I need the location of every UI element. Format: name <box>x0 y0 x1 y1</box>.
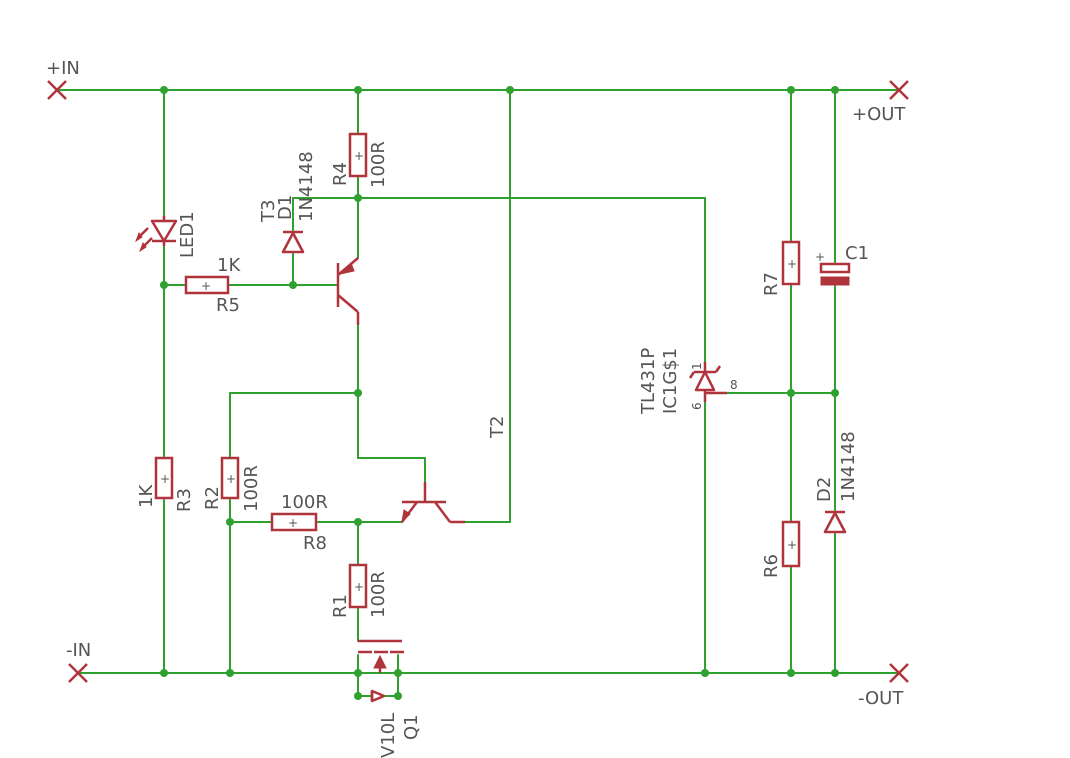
plus-sign: + <box>354 149 364 163</box>
t3-label: T3 <box>258 200 279 223</box>
r8-value: 100R <box>281 492 328 513</box>
terminal-in-pos: +IN <box>46 58 80 100</box>
q1-mosfet: V10L Q1 <box>358 639 422 758</box>
junction-dot <box>160 669 168 677</box>
shunt-regulator-triangle <box>694 370 716 392</box>
diode-triangle <box>281 231 305 254</box>
junction-dot <box>831 389 839 397</box>
junction-dot <box>160 281 168 289</box>
terminal-label: +IN <box>46 58 80 79</box>
ic1-label: IC1G$1 <box>660 348 681 414</box>
emitter-arrow-icon <box>401 509 411 524</box>
pin-label: 6 <box>690 402 704 410</box>
r3: + 1K R3 <box>136 456 195 512</box>
terminal-out-pos: +OUT <box>852 80 909 125</box>
junction-dot <box>354 389 362 397</box>
q1-value: V10L <box>378 713 399 758</box>
junction-dot <box>354 518 362 526</box>
r2-label: R2 <box>202 486 223 510</box>
junction-dot <box>701 669 709 677</box>
r1: + R1 100R <box>330 563 389 618</box>
d1-label: D1 <box>275 195 296 220</box>
junction-dot <box>354 692 362 700</box>
r4-label: R4 <box>330 162 351 186</box>
junction-dot <box>354 194 362 202</box>
ic1-value: TL431P <box>638 348 659 415</box>
junction-dot <box>226 518 234 526</box>
r1-label: R1 <box>330 594 351 618</box>
r8-label: R8 <box>303 533 327 554</box>
body-diode-icon <box>370 689 386 703</box>
t3-transistor <box>336 257 360 325</box>
plus-sign: + <box>354 580 364 594</box>
junction-dot <box>394 669 402 677</box>
terminal-out-neg: -OUT <box>858 663 909 709</box>
junction-dot <box>289 281 297 289</box>
junction-dot <box>506 86 514 94</box>
ic1-tl431: 1 6 8 TL431P IC1G$1 <box>638 348 738 415</box>
r5: + 1K R5 <box>184 255 241 316</box>
body-arrow-icon <box>373 654 387 669</box>
d2: D2 1N4148 <box>814 431 859 534</box>
plus-sign: + <box>160 472 170 486</box>
junction-dot <box>831 86 839 94</box>
wires <box>57 89 899 697</box>
terminal-in-neg: -IN <box>66 640 91 683</box>
r1-value: 100R <box>368 571 389 618</box>
junctions <box>160 86 839 700</box>
plus-sign: + <box>288 516 298 530</box>
terminal-label: +OUT <box>852 104 906 125</box>
led1: LED1 <box>134 211 198 258</box>
r2-value: 100R <box>241 465 262 512</box>
junction-dot <box>226 669 234 677</box>
plus-sign: + <box>201 279 211 293</box>
plus-sign: + <box>815 250 825 264</box>
d2-label: D2 <box>814 477 835 502</box>
plus-sign: + <box>226 472 236 486</box>
r3-label: R3 <box>174 488 195 512</box>
junction-dot <box>787 389 795 397</box>
plus-sign: + <box>787 257 797 271</box>
terminal-label: -IN <box>66 640 91 661</box>
r5-value: 1K <box>217 255 241 276</box>
r8: + 100R R8 <box>270 492 328 554</box>
emitter-arrow-icon <box>338 262 355 275</box>
c1-capacitor: + C1 <box>815 243 869 286</box>
r3-value: 1K <box>136 484 157 508</box>
r6: + R6 <box>761 520 801 578</box>
junction-dot <box>354 86 362 94</box>
junction-dot <box>394 692 402 700</box>
pin-label: 8 <box>730 378 738 392</box>
q1-label: Q1 <box>401 714 422 740</box>
d1: T3 D1 1N4148 <box>258 151 317 254</box>
junction-dot <box>787 86 795 94</box>
led-triangle <box>150 219 178 243</box>
d1-value: 1N4148 <box>296 151 317 222</box>
r6-label: R6 <box>761 554 782 578</box>
d2-value: 1N4148 <box>838 431 859 502</box>
junction-dot <box>354 669 362 677</box>
junction-dot <box>787 669 795 677</box>
pin-label: 1 <box>690 362 704 370</box>
r2: + R2 100R <box>202 456 262 512</box>
plus-sign: + <box>787 538 797 552</box>
led1-label: LED1 <box>177 211 198 258</box>
junction-dot <box>160 86 168 94</box>
junction-dot <box>831 669 839 677</box>
c1-label: C1 <box>845 243 869 264</box>
r7: + R7 <box>761 240 801 296</box>
r7-label: R7 <box>761 272 782 296</box>
t2-transistor: T2 <box>401 416 508 524</box>
t2-label: T2 <box>487 416 508 439</box>
terminal-label: -OUT <box>858 688 904 709</box>
r5-label: R5 <box>216 295 240 316</box>
r4-value: 100R <box>368 141 389 188</box>
r4: + R4 100R <box>330 132 389 188</box>
diode-triangle <box>823 511 847 534</box>
